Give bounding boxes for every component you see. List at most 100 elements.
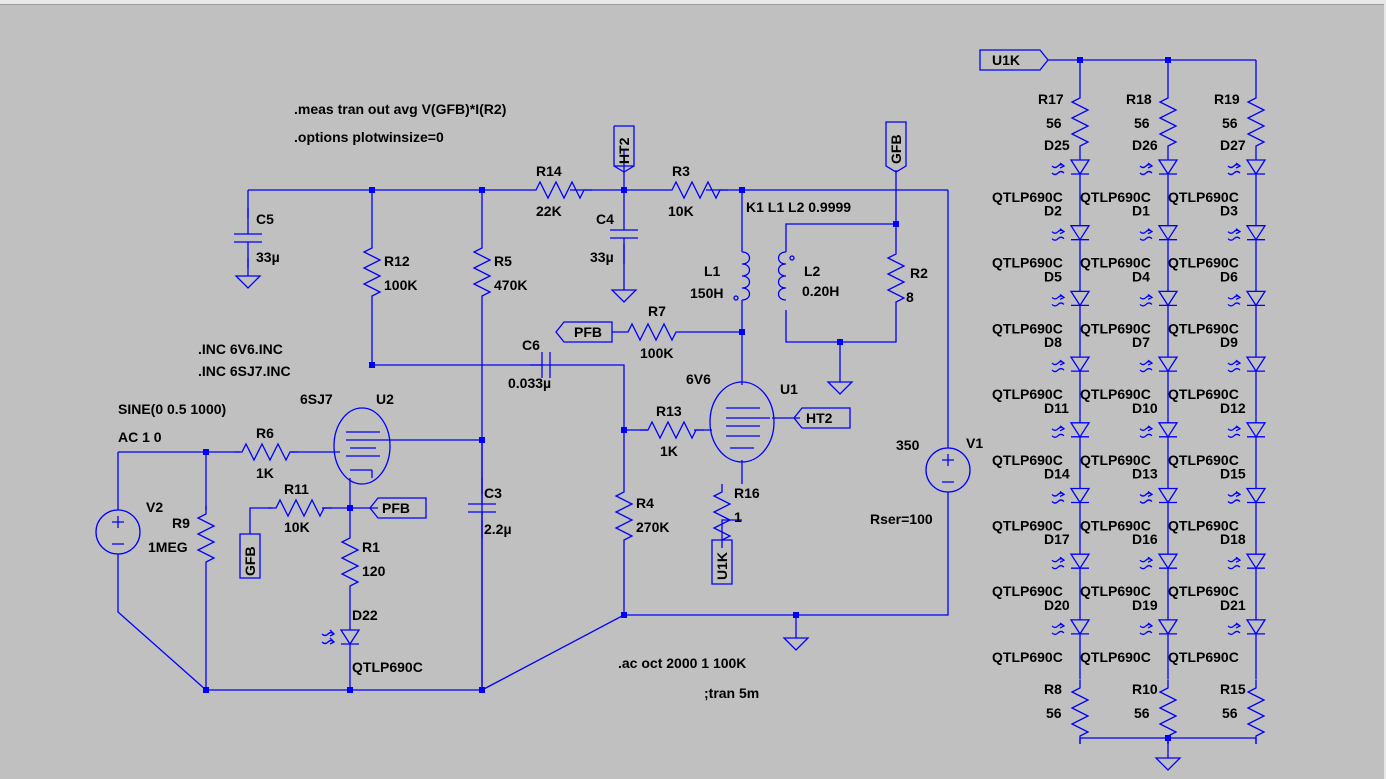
led-bottom-resistor-name: R10 — [1132, 681, 1158, 697]
led-light-arrows — [1227, 293, 1242, 307]
voltage-sources — [95, 447, 971, 555]
r1-name: R1 — [362, 539, 380, 555]
led-light-arrows — [1227, 162, 1242, 176]
c5-name: C5 — [256, 211, 274, 227]
l2-name: L2 — [804, 263, 821, 279]
led-diode-name: D25 — [1044, 137, 1070, 153]
pfb-tag-top-label: PFB — [574, 324, 602, 340]
tube-U2 — [333, 407, 391, 485]
led-diode — [1069, 219, 1091, 286]
r14-value: 22K — [536, 203, 562, 219]
led-diode-name: D21 — [1220, 597, 1246, 613]
pfb-tag-bottom — [369, 497, 427, 519]
led-light-arrows — [1139, 162, 1154, 176]
r2-value: 8 — [906, 289, 914, 305]
r5-name: R5 — [494, 253, 512, 269]
l2-value: 0.20H — [802, 283, 839, 299]
V1-symbol — [925, 447, 971, 493]
gfb-tag-left-label: GFB — [242, 546, 258, 576]
led-diode-name: D11 — [1044, 400, 1069, 416]
led-diode — [1157, 285, 1179, 352]
meas-directive: .meas tran out avg V(GFB)*I(R2) — [294, 101, 506, 117]
led-diode-name: D19 — [1132, 597, 1158, 613]
led-diode-name: D9 — [1220, 334, 1238, 350]
led-light-arrows — [1139, 622, 1154, 636]
led-diode-name: D4 — [1132, 268, 1150, 284]
inductors — [733, 251, 795, 301]
d22-model: QTLP690C — [352, 659, 423, 675]
r16-name: R16 — [734, 485, 760, 501]
r4-name: R4 — [636, 495, 654, 511]
led-diode-name: D10 — [1132, 400, 1158, 416]
C6-symbol — [530, 352, 551, 378]
led-light-arrows — [1227, 425, 1242, 438]
led-diode-name: D1 — [1132, 203, 1150, 219]
v2-name: V2 — [146, 499, 163, 515]
led-bottom-resistor-value: 56 — [1046, 705, 1062, 721]
r14-name: R14 — [536, 163, 562, 179]
led-bottom-resistor-2 — [1247, 679, 1265, 745]
L1-symbol — [741, 251, 751, 301]
led-diode — [1245, 219, 1267, 286]
led-top-resistor-value: 56 — [1046, 115, 1062, 131]
led-diode — [1157, 548, 1179, 614]
led-light-arrows — [1051, 490, 1066, 504]
r5-value: 470K — [494, 277, 527, 293]
R7-symbol — [619, 323, 685, 341]
led-top-resistor-value: 56 — [1222, 115, 1238, 131]
r9-name: R9 — [172, 515, 190, 531]
c6-name: C6 — [522, 337, 540, 353]
d22-name: D22 — [352, 607, 378, 623]
led-diode-model: QTLP690C — [1168, 320, 1239, 336]
led-light-arrows — [1051, 228, 1066, 241]
led-diode-model: QTLP690C — [1080, 255, 1151, 271]
led-diode — [1069, 416, 1091, 483]
led-bottom-resistor-0 — [1071, 679, 1089, 745]
V2-symbol — [95, 509, 141, 555]
led-diode-model: QTLP690C — [1168, 518, 1239, 534]
led-diode-name: D5 — [1044, 268, 1062, 284]
led-light-arrows — [1227, 359, 1242, 373]
r16-value: 1 — [734, 509, 742, 525]
led-diode — [1157, 613, 1179, 680]
v2-sine: SINE(0 0.5 1000) — [118, 401, 226, 417]
r7-value: 100K — [640, 345, 673, 361]
L2-symbol — [777, 251, 787, 301]
r12-name: R12 — [384, 253, 410, 269]
v2-ac: AC 1 0 — [118, 429, 162, 445]
led-diode-name: D16 — [1132, 531, 1158, 547]
gfb-tag-top — [885, 121, 907, 173]
led-diode-model: QTLP690C — [1168, 583, 1239, 599]
led-top-resistor-value: 56 — [1134, 115, 1150, 131]
led-top-resistor-name: R18 — [1126, 91, 1152, 107]
l1-name: L1 — [704, 263, 721, 279]
led-diode — [1245, 154, 1267, 220]
led-diode-model: QTLP690C — [992, 189, 1063, 205]
led-diode-model: QTLP690C — [1168, 386, 1239, 402]
u1k-tag-top-label: U1K — [992, 52, 1020, 68]
led-diode-name: D3 — [1220, 203, 1238, 219]
led-diode — [1245, 482, 1267, 549]
led-diode-name: D12 — [1220, 400, 1246, 416]
led-diode-name: D17 — [1044, 531, 1070, 547]
u1k-tag-top — [979, 49, 1049, 71]
r13-value: 1K — [660, 443, 678, 459]
led-diode-name: D14 — [1044, 466, 1070, 482]
led-diode-name: D15 — [1220, 466, 1246, 482]
gfb-tag-left — [239, 533, 261, 579]
r6-value: 1K — [256, 465, 274, 481]
led-array: R1756D25QTLP690CD2QTLP690CD5QTLP690CD8QT… — [992, 89, 1267, 745]
led-light-arrows — [1139, 359, 1154, 373]
led-light-arrows — [1051, 293, 1066, 307]
led-bottom-resistor-name: R8 — [1044, 681, 1062, 697]
led-diode-model: QTLP690C — [992, 583, 1063, 599]
led-diode-model: QTLP690C — [1168, 649, 1239, 665]
led-diode — [1069, 482, 1091, 549]
led-diode-model: QTLP690C — [1168, 189, 1239, 205]
led-diode — [1245, 548, 1267, 614]
ac-directive: .ac oct 2000 1 100K — [618, 655, 746, 671]
led-diode-model: QTLP690C — [1168, 255, 1239, 271]
led-diode-name: D13 — [1132, 466, 1158, 482]
